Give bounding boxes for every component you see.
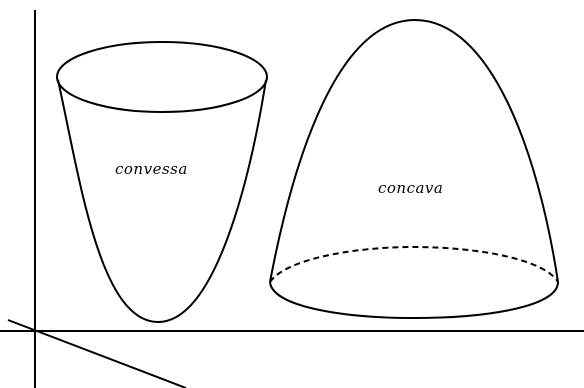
convex-label: convessa: [115, 160, 188, 178]
depth-axis: [7, 319, 187, 388]
concave-surface: [269, 18, 559, 320]
convex-right-profile: [157, 79, 267, 323]
concave-base-front: [269, 281, 559, 320]
concave-base-back-dashed: [269, 245, 559, 283]
convex-left-profile: [57, 79, 159, 323]
concave-label: concava: [378, 179, 443, 197]
axes: [0, 10, 584, 388]
convex-rim-ellipse: [56, 41, 268, 113]
concave-dome-profile: [269, 18, 559, 283]
convex-surface: [56, 41, 268, 323]
